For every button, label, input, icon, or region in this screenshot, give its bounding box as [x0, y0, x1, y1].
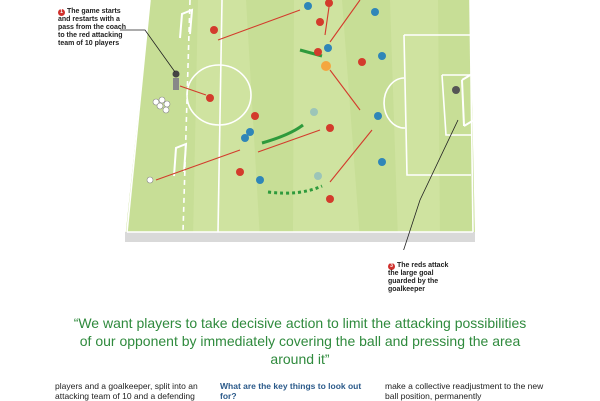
pitch-diagram: [120, 0, 476, 256]
blue-players: [241, 2, 386, 184]
callout-lines: [120, 29, 459, 256]
goal-small-bottom: [173, 142, 188, 177]
callout-3-number: 3: [388, 263, 395, 270]
tackle-burst: [321, 61, 331, 71]
callout-1-text: The game starts and restarts with a pass…: [58, 8, 127, 47]
coach: [172, 70, 180, 90]
body-column-1: players and a goalkeeper, split into an …: [55, 381, 198, 401]
goalkeeper: [452, 86, 460, 94]
pull-quote: “We want players to take decisive action…: [73, 315, 527, 367]
pitch-edge: [125, 232, 475, 242]
body-column-3: make a collective readjustment to the ne…: [385, 381, 544, 401]
ghost-players: [310, 108, 322, 180]
goal-small-top: [179, 8, 194, 39]
pitch-svg: [120, 0, 476, 256]
balls-pile: [146, 96, 171, 184]
callout-3-text: The reds attack the large goal guarded b…: [388, 262, 449, 293]
callout-1-number: 1: [58, 9, 65, 16]
goal-large: [461, 72, 476, 127]
section-heading: What are the key things to look out for?: [220, 381, 362, 401]
pass-arrows: [155, 0, 373, 183]
red-players: [206, 0, 366, 203]
